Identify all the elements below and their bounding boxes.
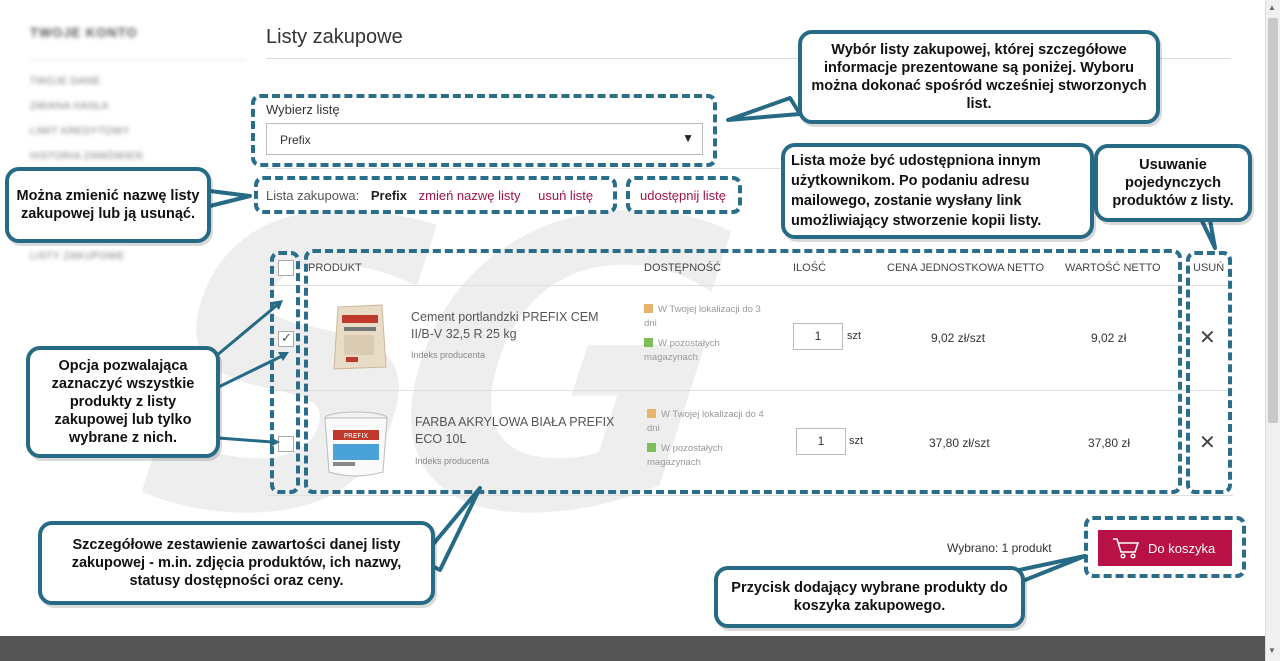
unit-price: 9,02 zł/szt	[931, 331, 986, 345]
title-divider	[266, 58, 1231, 59]
list-info-name: Prefix	[370, 188, 407, 203]
sidebar-item-shopping-lists[interactable]: LISTY ZAKUPOWE	[30, 251, 125, 262]
scroll-down-icon[interactable]: ▼	[1268, 646, 1276, 655]
quantity-input[interactable]: 1	[796, 428, 846, 455]
availability-local-text: W Twojej lokalizacji do 3 dni	[644, 304, 761, 329]
header-unit-price: CENA JEDNOSTKOWA NETTO	[887, 262, 1045, 274]
paint-bucket-image: PREFIX	[324, 411, 388, 477]
availability-other-text: W pozostałych magazynach	[647, 443, 723, 468]
sidebar-item-credit-limit[interactable]: LIMIT KREDYTOWY	[30, 126, 130, 137]
list-info-label: Lista zakupowa:	[266, 188, 360, 203]
callout-rename-remove: Można zmienić nazwę listy zakupowej lub …	[5, 167, 211, 243]
list-select-label: Wybierz listę	[266, 102, 340, 117]
callout-share: Lista może być udostępniona innym użytko…	[781, 143, 1094, 239]
add-to-cart-label: Do koszyka	[1148, 540, 1216, 556]
scroll-up-icon[interactable]: ▲	[1268, 3, 1276, 12]
footer-bar	[0, 636, 1265, 661]
list-select[interactable]: Prefix ▼	[266, 123, 703, 155]
header-qty: ILOŚĆ	[793, 262, 827, 274]
status-dot-icon	[644, 304, 653, 313]
share-list-link[interactable]: udostępnij listę	[640, 188, 726, 203]
product-name[interactable]: FARBA AKRYLOWA BIAŁA PREFIX ECO 10L	[415, 415, 615, 446]
section-divider	[266, 168, 1231, 169]
header-availability: DOSTĘPNOŚĆ	[644, 262, 722, 274]
availability-other-text: W pozostałych magazynach	[644, 338, 720, 363]
sidebar-divider	[30, 59, 245, 60]
callout-remove-single: Usuwanie pojedynczych produktów z listy.	[1094, 144, 1252, 222]
callout-details: Szczegółowe zestawienie zawartości danej…	[38, 521, 435, 605]
header-total: WARTOŚĆ NETTO	[1065, 262, 1161, 274]
row-checkbox[interactable]	[278, 436, 294, 452]
status-dot-icon	[647, 409, 656, 418]
scrollbar[interactable]: ▲ ▼	[1265, 0, 1280, 661]
product-name[interactable]: Cement portlandzki PREFIX CEM II/B-V 32,…	[411, 310, 599, 341]
header-remove: USUŃ	[1193, 262, 1225, 274]
quantity-unit: szt	[849, 435, 864, 447]
selected-count: Wybrano: 1 produkt	[947, 541, 1052, 555]
sidebar-title: TWOJE KONTO	[30, 25, 138, 40]
total-price: 37,80 zł	[1088, 436, 1131, 450]
svg-text:PREFIX: PREFIX	[344, 432, 369, 440]
availability-local-text: W Twojej lokalizacji do 4 dni	[647, 409, 764, 434]
sidebar-item-orders[interactable]: HISTORIA ZAMÓWIEŃ	[30, 151, 143, 162]
remove-list-link[interactable]: usuń listę	[538, 188, 594, 203]
availability-other: W pozostałych magazynach	[644, 337, 774, 365]
callout-checkboxes: Opcja pozwalająca zaznaczyć wszystkie pr…	[26, 346, 220, 458]
cement-bag-image	[333, 304, 387, 370]
callout-select-list: Wybór listy zakupowej, której szczegółow…	[798, 30, 1160, 124]
header-product: PRODUKT	[308, 262, 362, 274]
availability-other: W pozostałych magazynach	[647, 442, 777, 470]
table-row: Cement portlandzki PREFIX CEM II/B-V 32,…	[268, 286, 1233, 391]
list-select-value: Prefix	[280, 133, 311, 147]
sidebar-item-account-data[interactable]: TWOJE DANE	[30, 76, 101, 87]
cart-icon	[1113, 538, 1140, 559]
sidebar-item-password[interactable]: ZMIANA HASŁA	[30, 101, 109, 112]
account-sidebar: TWOJE KONTO TWOJE DANE ZMIANA HASŁA LIMI…	[30, 25, 245, 276]
availability-local: W Twojej lokalizacji do 4 dni	[647, 408, 777, 436]
quantity-input[interactable]: 1	[793, 323, 843, 350]
availability-local: W Twojej lokalizacji do 3 dni	[644, 303, 774, 331]
table-row: PREFIX FARBA AKRYLOWA BIAŁA PREFIX ECO 1…	[268, 391, 1233, 496]
list-info: Lista zakupowa: Prefix zmień nazwę listy…	[266, 188, 601, 203]
product-index: Indeks producenta	[415, 456, 490, 466]
status-dot-icon	[647, 443, 656, 452]
chevron-down-icon: ▼	[682, 131, 694, 145]
add-to-cart-button[interactable]: Do koszyka	[1098, 530, 1232, 566]
total-price: 9,02 zł	[1091, 331, 1127, 345]
callout-cart: Przycisk dodający wybrane produkty do ko…	[714, 566, 1025, 628]
quantity-unit: szt	[847, 330, 862, 342]
scrollbar-thumb[interactable]	[1268, 18, 1278, 423]
product-index: Indeks producenta	[411, 350, 486, 360]
status-dot-icon	[644, 338, 653, 347]
shopping-list-table: PRODUKT DOSTĘPNOŚĆ ILOŚĆ CENA JEDNOSTKOW…	[268, 250, 1233, 496]
close-icon[interactable]: ✕	[1199, 432, 1216, 454]
page-title: Listy zakupowe	[266, 26, 403, 48]
row-checkbox[interactable]	[278, 330, 294, 347]
select-all-checkbox[interactable]	[278, 260, 294, 276]
table-header: PRODUKT DOSTĘPNOŚĆ ILOŚĆ CENA JEDNOSTKOW…	[268, 250, 1233, 286]
close-icon[interactable]: ✕	[1199, 327, 1216, 349]
unit-price: 37,80 zł/szt	[929, 436, 990, 450]
rename-list-link[interactable]: zmień nazwę listy	[418, 188, 521, 203]
